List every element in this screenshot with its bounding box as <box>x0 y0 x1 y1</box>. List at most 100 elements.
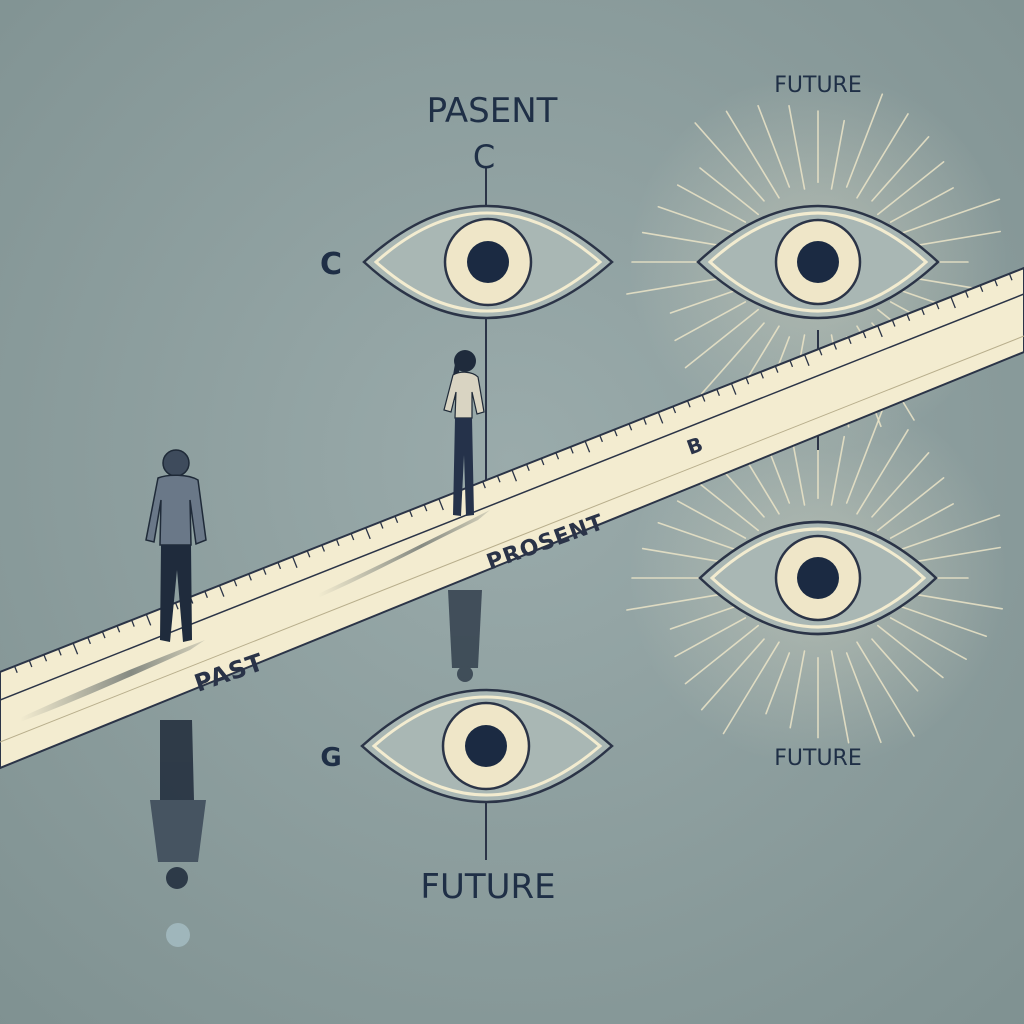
ray <box>657 521 746 554</box>
ray <box>856 429 909 515</box>
timeline-tick <box>862 331 867 339</box>
timeline-tick <box>408 510 413 518</box>
timeline-tick <box>335 539 340 547</box>
timeline-tick <box>350 533 355 541</box>
ray <box>789 650 806 729</box>
ray <box>700 638 765 711</box>
ray <box>788 105 806 190</box>
center-bottom-eye-icon <box>360 688 614 804</box>
timeline-tick <box>730 383 737 395</box>
ray <box>684 308 760 369</box>
ray <box>889 503 954 539</box>
timeline-tick <box>906 313 911 321</box>
ray <box>876 477 945 532</box>
ray <box>871 136 930 202</box>
ray <box>845 93 884 188</box>
ray <box>890 514 1001 554</box>
ray <box>856 113 909 199</box>
ray <box>889 187 954 223</box>
ray <box>830 119 846 190</box>
ray <box>676 500 747 539</box>
ray <box>669 602 746 630</box>
timeline-tick <box>935 302 940 310</box>
timeline-tick <box>131 619 135 627</box>
left-letter-upper: C <box>320 247 342 282</box>
past-figure-reflection <box>150 720 206 889</box>
timeline-tick <box>438 498 444 511</box>
ray <box>699 483 760 532</box>
timeline-tick <box>248 573 252 581</box>
bottom-right-label: FUTURE <box>774 746 861 771</box>
ray <box>845 409 884 504</box>
ray <box>657 206 746 238</box>
timeline-tick <box>672 406 677 414</box>
timeline-tick <box>233 579 238 587</box>
timeline-tick <box>262 567 267 575</box>
timeline-tick <box>628 423 633 431</box>
ray <box>626 591 737 611</box>
present-figure-shadow <box>318 510 490 598</box>
timeline-tick <box>745 377 750 385</box>
timeline-tick <box>701 394 706 402</box>
timeline-tick <box>277 562 282 570</box>
ray <box>889 617 967 661</box>
bottom-center-label: FUTURE <box>420 867 555 907</box>
ray <box>830 435 846 506</box>
timeline-tick <box>1008 273 1013 281</box>
timeline-tick <box>365 527 371 540</box>
past-figure-shadow <box>20 640 205 722</box>
timeline-tick <box>379 521 384 529</box>
timeline-tick <box>818 348 823 356</box>
ray <box>684 624 760 685</box>
timeline-tick <box>599 435 604 443</box>
top-right-label: FUTURE <box>774 73 861 98</box>
timeline-tick <box>43 654 48 662</box>
ray <box>871 638 919 692</box>
timeline-tick <box>643 417 647 425</box>
timeline-tick <box>174 602 179 610</box>
timeline-tick <box>13 665 18 673</box>
top-right-eye-icon <box>696 204 940 320</box>
timeline-tick <box>394 515 399 523</box>
ray <box>669 286 746 314</box>
ray <box>694 122 765 202</box>
top-center-letter: C <box>473 138 495 176</box>
present-figure-reflection <box>448 590 482 682</box>
faint-orb <box>166 923 190 947</box>
timeline-tick <box>613 429 618 437</box>
timeline-tick <box>803 354 810 366</box>
ray <box>856 641 915 737</box>
timeline-tick <box>950 296 956 309</box>
timeline-tick <box>877 325 883 338</box>
timeline-tick <box>964 290 969 298</box>
timeline-ticks <box>13 273 1013 673</box>
timeline-tick <box>979 285 984 293</box>
timeline-tick <box>72 642 79 655</box>
timeline-tick <box>511 469 518 482</box>
timeline-tick <box>847 337 852 345</box>
timeline-tick <box>306 550 311 558</box>
timeline-tick <box>569 446 574 454</box>
timeline-tick <box>321 544 326 552</box>
top-center-label: PASENT <box>427 91 558 131</box>
timeline-tick <box>28 660 33 668</box>
center-top-eye-icon <box>362 204 614 320</box>
ray <box>876 161 945 216</box>
ray <box>676 184 747 223</box>
bottom-right-eye-icon <box>698 520 938 636</box>
timeline-tick <box>716 388 721 396</box>
left-letter-lower: G <box>320 743 341 773</box>
ray <box>757 105 791 188</box>
timeline-tick <box>555 452 560 460</box>
ray <box>845 652 882 744</box>
timeline-tick <box>291 556 298 568</box>
timeline-tick <box>87 637 92 645</box>
timeline-tick <box>496 475 501 483</box>
timeline-tick <box>657 412 664 424</box>
timeline-marker-label: B <box>684 432 707 460</box>
ray <box>725 110 780 199</box>
timeline-tick <box>482 481 486 489</box>
timeline-tick <box>218 585 225 597</box>
ray <box>765 652 791 715</box>
